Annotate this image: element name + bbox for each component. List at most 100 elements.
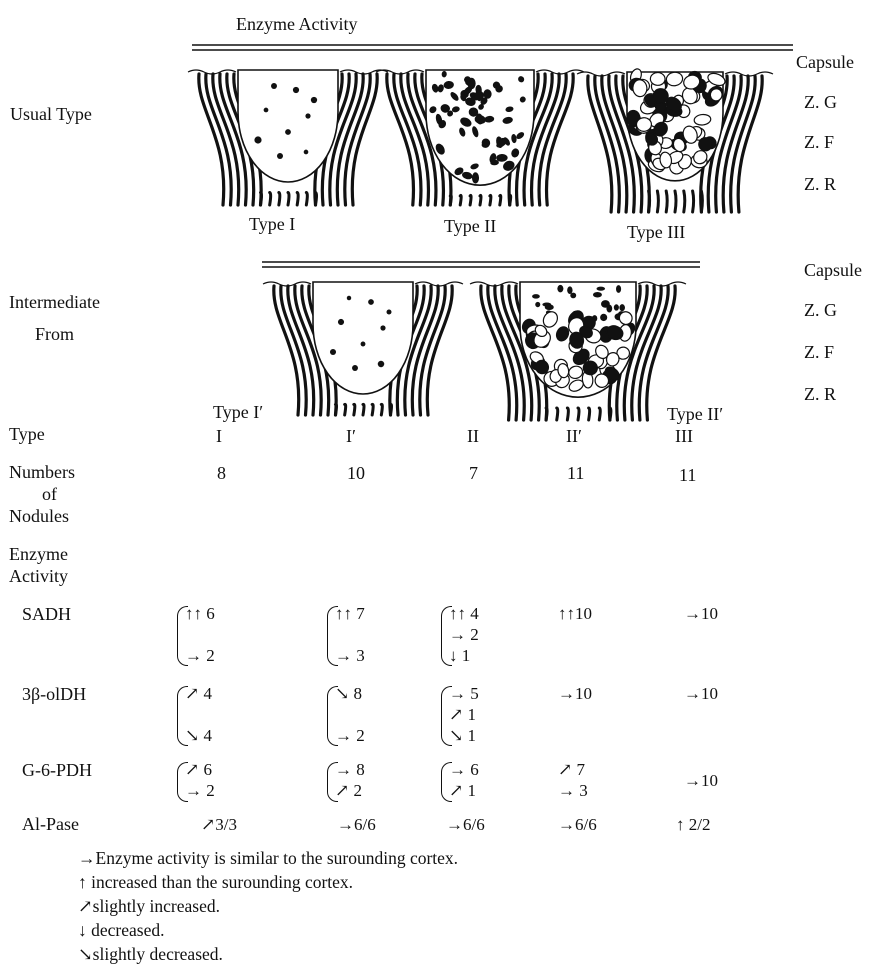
nodule-type-1-prime-cord [427,286,452,415]
table-type-col-5: III [675,426,693,446]
nodule-type-1-prime-cord [274,286,299,415]
nodule-type-1-cord [288,193,289,206]
enzyme-label-1: Enzyme [9,544,68,564]
nodule-type-3-cord [666,191,667,212]
nodule-type-2-prime-granule [570,293,576,299]
nodule-type-1-prime-capsule-wave [415,282,463,286]
nodule-type-2-cord [480,195,481,205]
nodule-type-1-prime-cord [345,404,346,415]
nodule-type-3-cord [675,191,676,212]
g6pdh-col4-line2: → 3 [558,781,588,801]
row-label-from: From [35,324,74,344]
table-type-label: Type [9,424,45,444]
label-zf-top: Z. F [804,132,834,152]
nodule-type-1-cord [199,74,224,205]
nodule-type-1-prime-granule [361,342,366,347]
nodule-type-1-prime-cord [381,404,382,415]
nodule-type-1-prime-granule [378,361,384,367]
nodule-count-col-1: 8 [217,463,226,483]
g6pdh-col1-line1: ↗ 6 [185,760,212,780]
g6pdh-col1-line2: → 2 [185,781,215,801]
nodule-type-1-capsule-wave [188,70,236,74]
g6pdh-col4-line1: ↗ 7 [558,760,585,780]
legend-decreased: ↓ decreased. [78,920,164,940]
nodule-type-1-granule [285,129,291,135]
alpase-col2: →6/6 [337,815,376,835]
nodule-type-1-prime-cord [336,404,337,415]
nodule-type-3-cord [731,76,756,212]
nodule-type-1-prime-granule [387,310,392,315]
sadh-col4: ↑↑10 [558,604,592,624]
nodule-count-col-2: 10 [347,463,365,483]
nodule-type-2-prime-granule [532,294,540,298]
nodule-type-2-prime-cord [578,408,579,420]
nodule-type-3-cord [588,76,612,212]
sadh-col2-line1: ↑↑ 7 [335,604,365,624]
nodule-type-3-cord [738,76,762,212]
sadh-col3-line3: ↓ 1 [449,646,470,666]
g6pdh-col3-line2: ↗ 1 [449,781,476,801]
nodule-type-1-granule [304,150,309,155]
oldh-col2-line3: → 2 [335,726,365,746]
oldh-col3-line2: ↗ 1 [449,705,476,725]
nodule-type-2-prime-capsule-wave [638,282,686,286]
sadh-col2-line3: → 3 [335,646,365,666]
nodule-type-1-prime-granule [352,365,358,371]
label-zr-bottom: Z. R [804,384,836,404]
nodule-type-2-prime-cord [546,408,547,420]
oldh-col1-line1: ↗ 4 [185,684,212,704]
row-label-usual: Usual Type [10,104,92,124]
nodule-type-1-prime-granule [368,299,374,305]
g6pdh-col2-line2: ↗ 2 [335,781,362,801]
label-zf-bottom: Z. F [804,342,834,362]
nodule-type-1-prime-cord [372,404,373,415]
nodule-type-2-prime-granule [606,305,612,313]
alpase-col3: →6/6 [446,815,485,835]
legend-slightly-decreased: ↘slightly decreased. [78,944,223,964]
nodule-type-1-cord [261,193,262,206]
nodule-type-3-cord [649,191,650,212]
nodule-type-3-cell [650,72,665,85]
nodule-type-2-cord [470,195,471,205]
nodule-type-2-prime-cord [567,408,568,420]
nodule-type-2-prime-cord [599,408,600,420]
nodule-type-1-granule [305,113,310,118]
nodule-type-2-prime-granule [593,292,602,297]
nodule-type-3-cell [636,117,652,132]
numbers-label-1: Numbers [9,462,75,482]
enzyme-name-g6pdh: G-6-PDH [22,760,92,780]
nodule-type-1-cord [306,193,307,206]
legend-increased: ↑ increased than the surounding cortex. [78,872,353,892]
label-capsule-bottom: Capsule [804,260,862,280]
nodule-type-1-prime-granule [330,349,336,355]
sadh-col5: →10 [684,604,718,624]
alpase-col1: ↗3/3 [201,815,237,835]
nodule-type-2-prime-cord [589,408,590,420]
nodule-type-2-prime-granule [616,285,621,293]
enzyme-label-2: Activity [9,566,68,586]
alpase-col5: ↑ 2/2 [676,815,710,835]
nodule-type-1-cord [297,193,298,206]
g6pdh-col3-line1: → 6 [449,760,479,780]
alpase-col4: →6/6 [558,815,597,835]
nodule-type-1-granule [264,108,269,113]
nodule-type-3-cord [657,191,658,212]
oldh-col5: →10 [684,684,718,704]
nodule-type-3-cord [701,191,702,212]
legend-slightly-increased: ↗slightly increased. [78,896,220,916]
nodule-type-3-cord [684,191,685,212]
nodule-type-2-prime-granule [619,304,625,311]
label-capsule-top: Capsule [796,52,854,72]
numbers-label-2: of [42,484,57,504]
nodule-type-2-capsule-wave [376,70,424,74]
nodule-type-2-prime-granule [614,304,619,310]
nodule-type-3-cord [595,76,620,212]
nodule-type-2-cord [500,195,501,205]
enzyme-name-sadh: SADH [22,604,71,624]
nodule-type-2-prime-granule [545,304,554,310]
enzyme-name-alpase: Al-Pase [22,814,79,834]
oldh-col4: →10 [558,684,592,704]
nodule-type-1-prime-cord [363,404,364,415]
nodule-type-1-granule [271,83,277,89]
label-type-1: Type I [249,214,295,234]
